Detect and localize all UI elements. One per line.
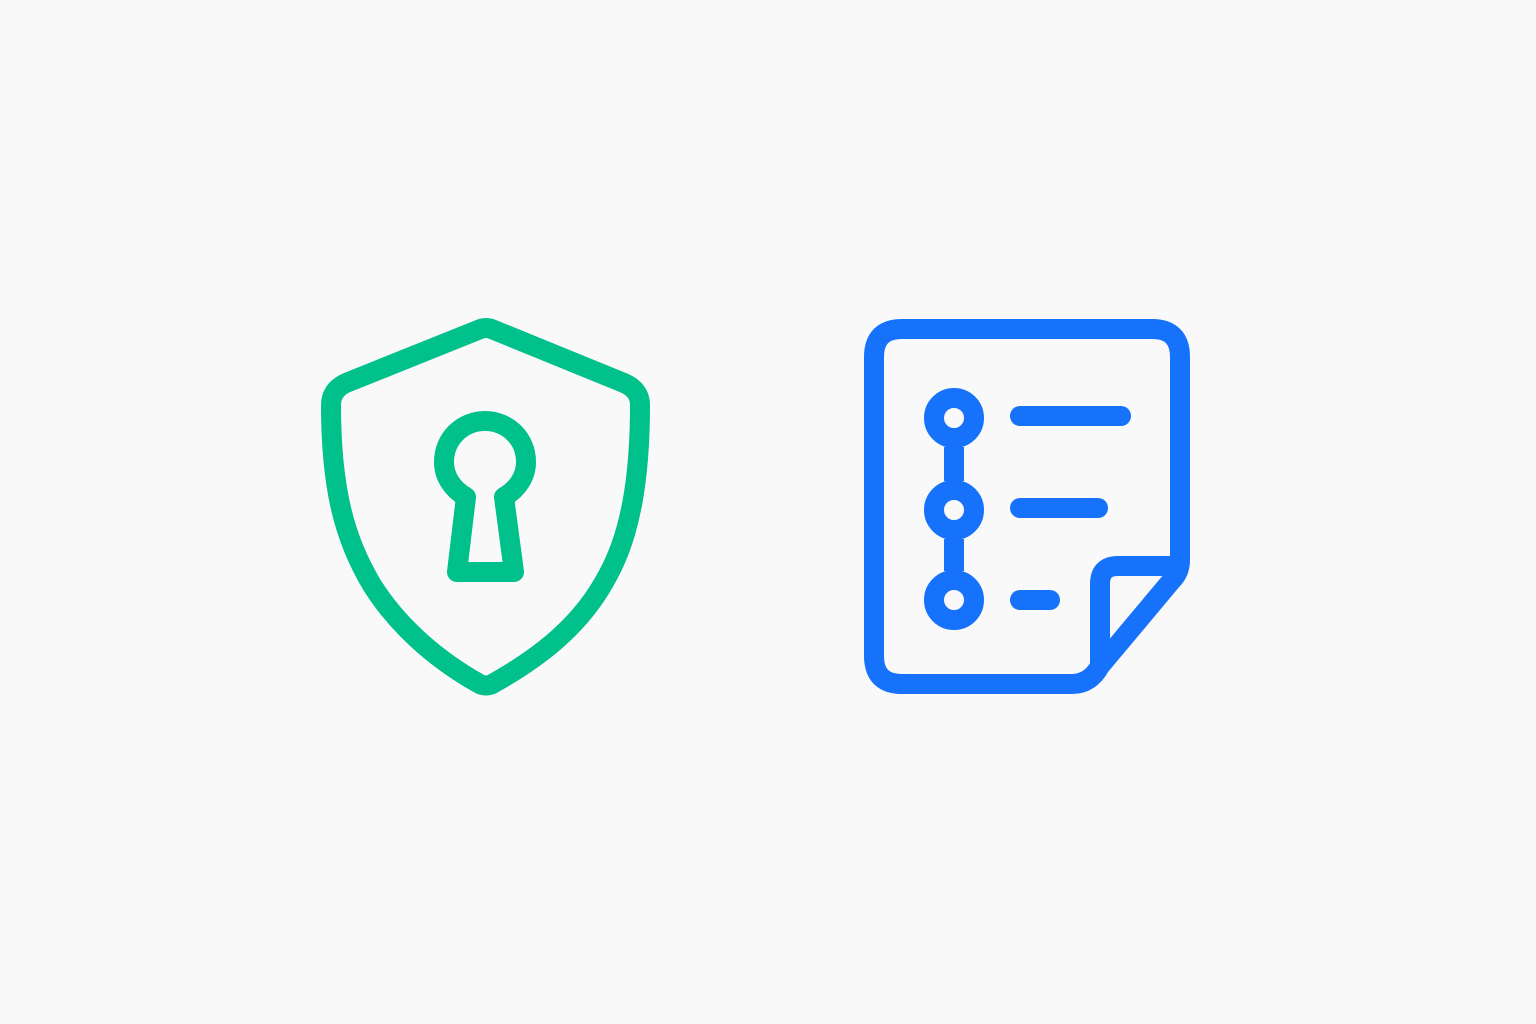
folded-corner	[1090, 556, 1180, 666]
timeline-node-2	[924, 480, 984, 540]
shield-keyhole-svg	[321, 318, 650, 696]
timeline-document-svg	[864, 319, 1190, 694]
keyhole-outline	[434, 411, 536, 582]
timeline-node-1	[924, 388, 984, 448]
shield-outline	[321, 318, 650, 696]
timeline-document-icon	[850, 305, 1210, 710]
shield-keyhole-icon	[300, 300, 670, 720]
timeline-node-3	[924, 570, 984, 630]
